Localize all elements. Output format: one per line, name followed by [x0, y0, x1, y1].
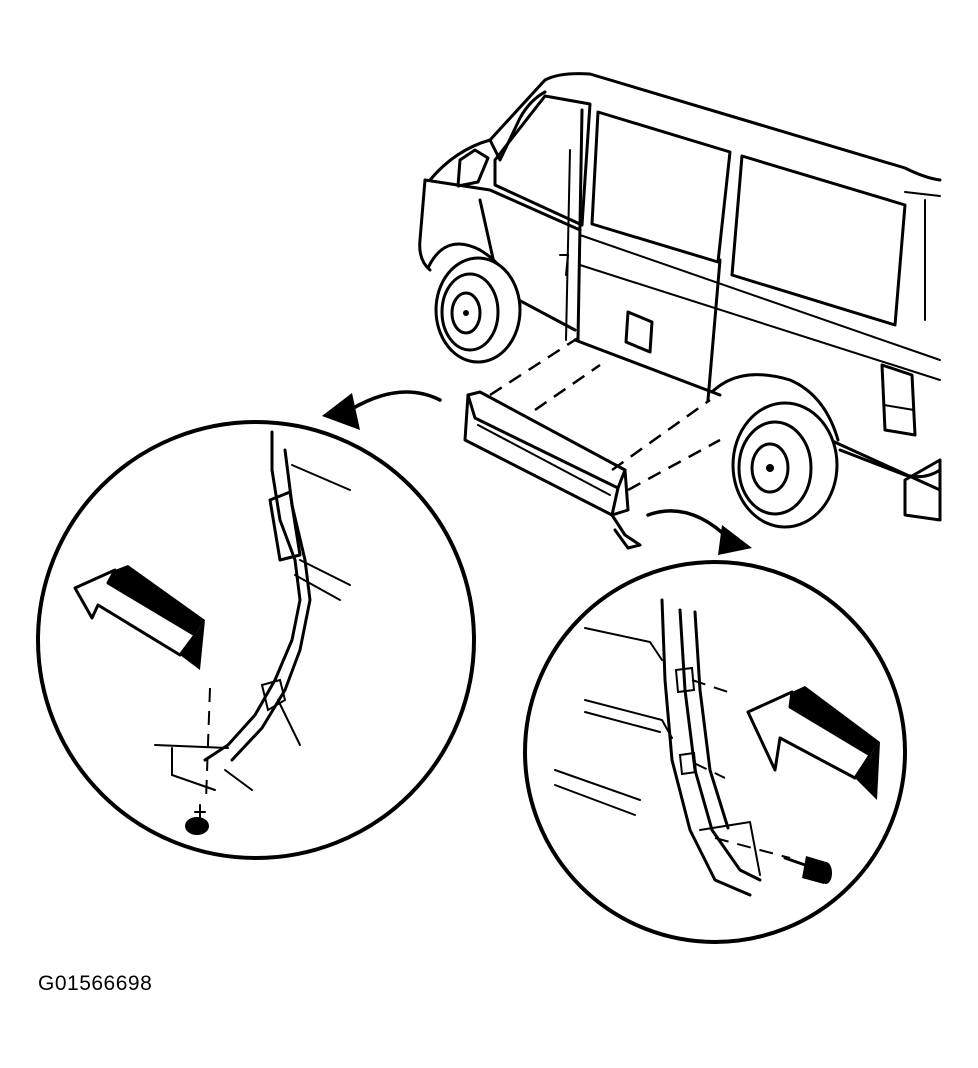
figure-id-label: G01566698: [38, 972, 153, 995]
van-illustration: [418, 72, 942, 529]
direction-arrow-left: [73, 565, 205, 670]
direction-arrow-right: [746, 686, 880, 800]
rear-wheel: [710, 373, 840, 529]
push-pin-fastener: [185, 804, 209, 835]
callout-arrow-left: [322, 390, 442, 430]
mounting-bolt: [783, 856, 832, 884]
detail-view-front-end: [36, 420, 476, 860]
callout-arrow-right: [646, 509, 752, 555]
rocker-panel: [463, 336, 721, 550]
detail-view-rear-end: [523, 560, 907, 944]
front-wheel: [426, 242, 522, 364]
